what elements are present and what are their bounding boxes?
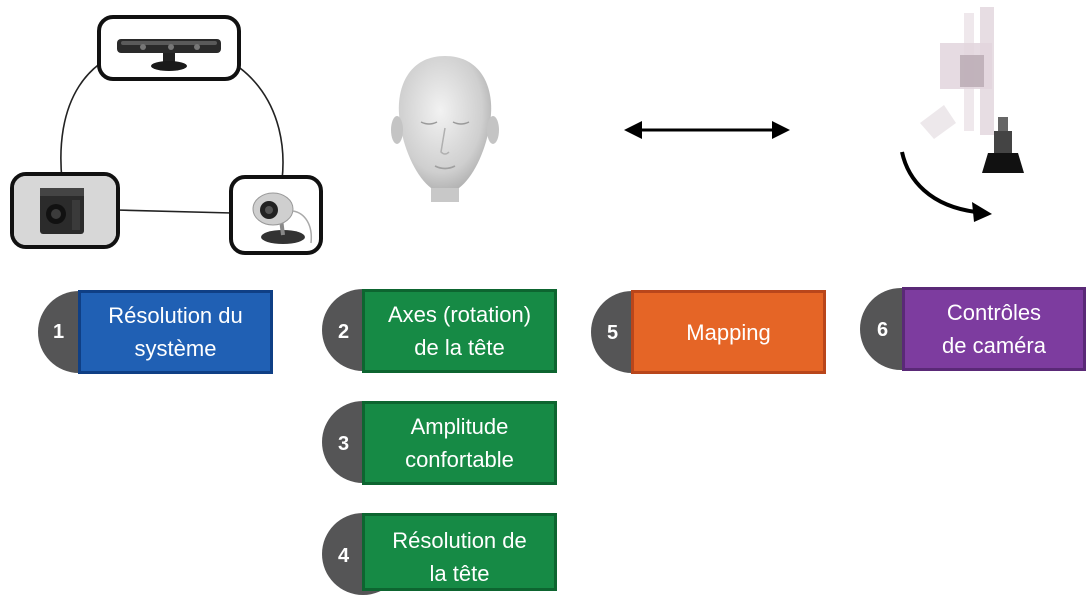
step-1-number: 1 [53, 321, 65, 343]
depth-sensor-icon [117, 39, 221, 71]
step-3-label-line1: Amplitude [410, 414, 509, 439]
step-3-number: 3 [338, 433, 350, 455]
industrial-camera-icon [14, 176, 116, 245]
webcam-icon [252, 192, 313, 244]
step-4-resolution-tete: Résolution de la tête [362, 513, 557, 591]
step-1-label-line2: système [134, 336, 217, 361]
step-5-number: 5 [607, 322, 619, 344]
webcam-frame [229, 175, 323, 255]
step-4-number: 4 [338, 545, 350, 567]
human-head-icon [391, 56, 499, 202]
step-6-controles-camera: Contrôles de caméra [902, 287, 1086, 371]
rotation-arrow-icon [900, 151, 992, 222]
step-6-label-line2: de caméra [942, 333, 1046, 358]
depth-sensor-frame [97, 15, 241, 81]
step-6-label-line1: Contrôles [946, 300, 1042, 325]
step-3-label-line2: confortable [405, 447, 514, 472]
step-4-label-line1: Résolution de [392, 528, 527, 553]
step-5-mapping: Mapping [631, 290, 826, 374]
double-arrow-icon [624, 121, 790, 139]
industrial-camera-frame [10, 172, 120, 249]
step-1-resolution-systeme: Résolution du système [78, 290, 273, 374]
step-2-label-line2: de la tête [414, 335, 505, 360]
step-4-label-line2: la tête [429, 561, 490, 586]
step-2-axes-rotation: Axes (rotation) de la tête [362, 289, 557, 373]
step-3-amplitude-confortable: Amplitude confortable [362, 401, 557, 485]
step-6-number: 6 [877, 319, 889, 341]
step-1-label-line1: Résolution du [108, 303, 243, 328]
step-2-label-line1: Axes (rotation) [387, 302, 532, 327]
step-2-number: 2 [338, 321, 350, 343]
step-5-label: Mapping [686, 319, 771, 345]
robotic-camera-arm-icon [920, 7, 1024, 173]
